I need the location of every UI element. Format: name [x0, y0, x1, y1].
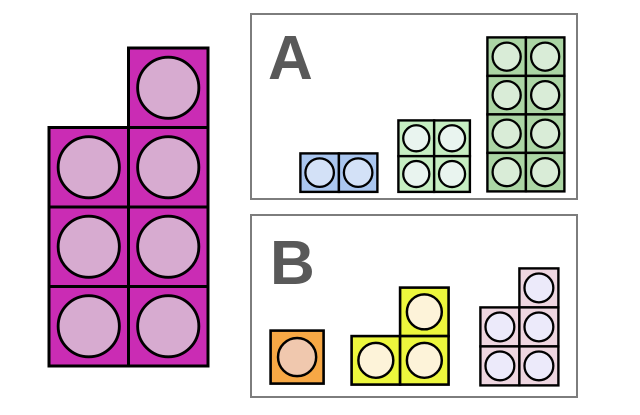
numicon-hole: [56, 214, 121, 279]
numicon-hole: [303, 156, 335, 188]
numicon-hole: [483, 349, 516, 382]
numicon-hole: [136, 55, 201, 120]
panel-a-label: A: [268, 24, 313, 93]
numicon-hole: [56, 294, 121, 359]
panel-b-label: B: [270, 229, 315, 298]
numicon-hole: [491, 157, 522, 188]
numicon-hole: [522, 349, 555, 382]
numicon-3-yellow: [350, 286, 451, 387]
numicon-hole: [491, 80, 522, 111]
numicon-4-light-green: [396, 118, 471, 193]
numicon-hole: [401, 123, 431, 153]
numicon-hole: [342, 156, 374, 188]
numicon-hole: [136, 214, 201, 279]
numicon-hole: [522, 310, 555, 343]
numicon-1-orange: [269, 329, 326, 386]
numicon-2-blue: [298, 151, 379, 193]
numicon-hole: [136, 294, 201, 359]
numicon-hole: [529, 118, 560, 149]
numicon-7-magenta: [47, 46, 210, 368]
numicon-hole: [401, 159, 431, 188]
numicon-hole: [437, 123, 466, 153]
numicon-hole: [522, 271, 555, 304]
numicon-8-green: [485, 36, 566, 193]
numicon-hole: [136, 135, 201, 200]
numicon-hole: [491, 118, 522, 149]
numicon-hole: [529, 80, 560, 111]
panel-b: B: [250, 214, 578, 398]
numicon-hole: [56, 135, 121, 200]
numicon-hole: [357, 342, 395, 380]
numicon-hole: [529, 41, 560, 72]
numicon-hole: [406, 342, 444, 380]
numicon-hole: [406, 293, 444, 331]
numicon-hole: [437, 159, 466, 188]
numicon-hole: [529, 157, 560, 188]
numicon-hole: [483, 310, 516, 343]
numicon-hole: [491, 41, 522, 72]
numicon-hole: [277, 337, 318, 378]
numicon-5-pink: [478, 266, 560, 387]
panel-a: A: [250, 13, 578, 200]
